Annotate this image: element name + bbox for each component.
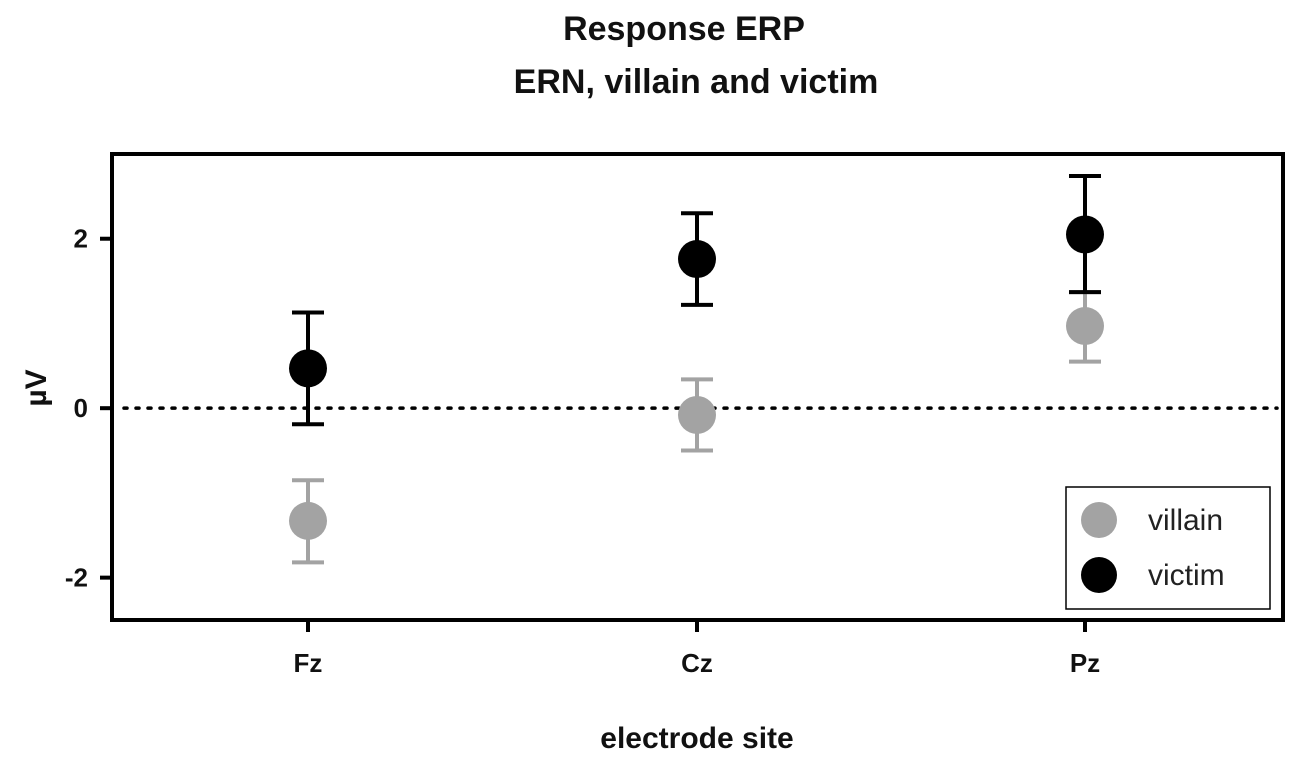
legend-marker-victim	[1081, 557, 1117, 593]
villain-point	[1066, 306, 1104, 345]
legend-marker-villain	[1081, 502, 1117, 538]
y-tick-label: 0	[74, 393, 88, 423]
x-tick-label: Cz	[681, 648, 713, 678]
victim-point	[678, 240, 716, 279]
y-tick-label: 2	[74, 224, 88, 254]
victim-point	[1066, 215, 1104, 254]
x-tick-label: Pz	[1070, 648, 1100, 678]
y-tick-label: -2	[65, 563, 88, 593]
legend-label-villain: villain	[1148, 504, 1223, 537]
plot-area: -2 0 2Fz Cz Pz villain victim	[65, 152, 1285, 678]
villain-point	[289, 501, 327, 540]
y-axis-label: µV	[20, 369, 53, 406]
victim-point	[289, 349, 327, 388]
x-axis-label: electrode site	[600, 722, 793, 755]
x-tick-label: Fz	[294, 648, 323, 678]
chart-subtitle: ERN, villain and victim	[514, 63, 879, 101]
villain-point	[678, 395, 716, 434]
chart-title: Response ERP	[563, 10, 805, 48]
legend-label-victim: victim	[1148, 559, 1225, 592]
